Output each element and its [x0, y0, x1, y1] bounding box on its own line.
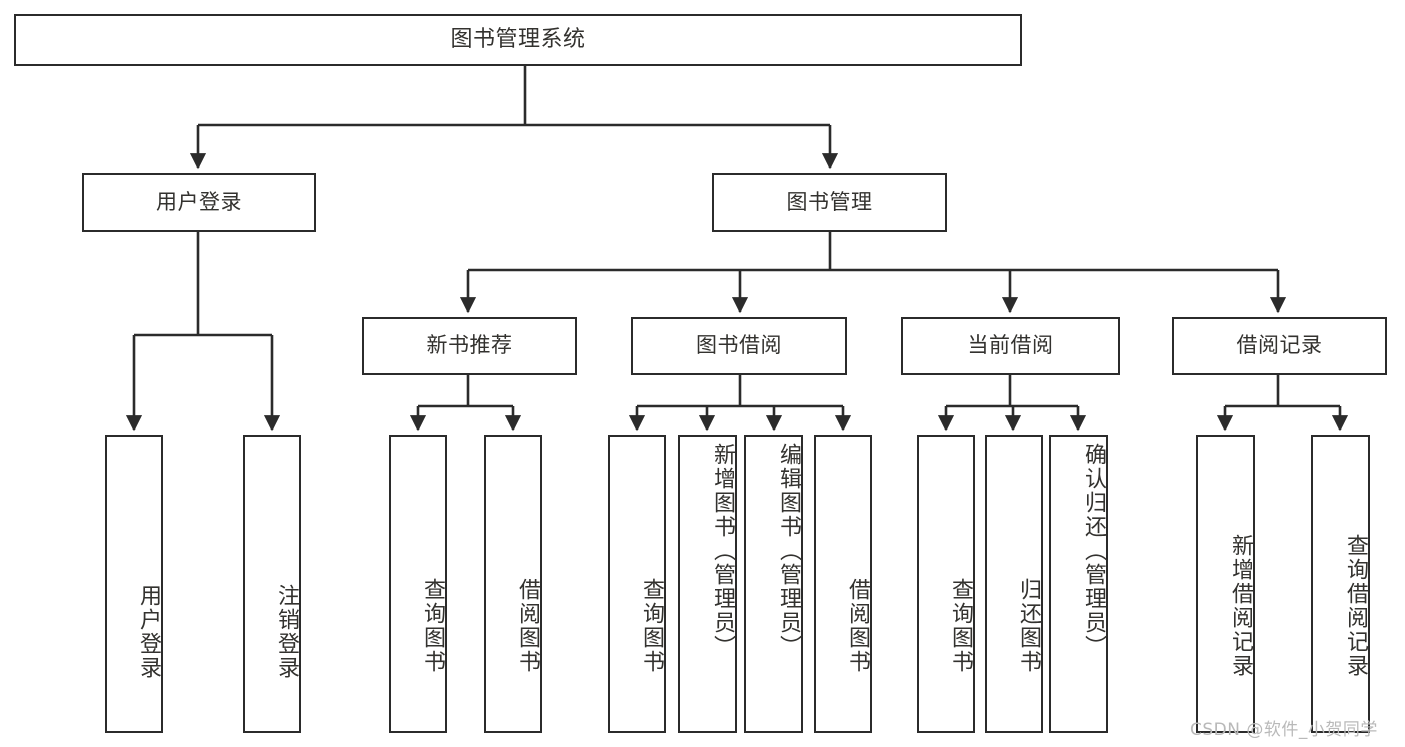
node-book-borrow[interactable]: 图书借阅 [631, 317, 847, 375]
node-leaf-confirm-return-label: 确认归还（管理员） [1081, 443, 1106, 659]
node-current-borrow-label: 当前借阅 [967, 333, 1054, 358]
node-leaf-logout-login-label: 注销登录 [274, 584, 299, 680]
node-user-login[interactable]: 用户登录 [82, 173, 316, 232]
node-leaf-user-login-label: 用户登录 [136, 584, 161, 680]
node-leaf-add-record[interactable]: 新增借阅记录 [1196, 435, 1255, 733]
node-leaf-return-book-label: 归还图书 [1016, 578, 1041, 674]
node-leaf-edit-book-label: 编辑图书（管理员） [776, 443, 801, 659]
node-new-book-recommend[interactable]: 新书推荐 [362, 317, 577, 375]
node-leaf-query-book-1-label: 查询图书 [420, 578, 445, 674]
node-leaf-borrow-book-2-label: 借阅图书 [845, 578, 870, 674]
node-book-borrow-label: 图书借阅 [696, 333, 782, 358]
node-leaf-query-book-2-label: 查询图书 [639, 578, 664, 674]
node-borrow-record-label: 借阅记录 [1236, 333, 1323, 358]
node-leaf-confirm-return[interactable]: 确认归还（管理员） [1049, 435, 1108, 733]
node-new-book-recommend-label: 新书推荐 [426, 333, 513, 358]
node-leaf-add-book-label: 新增图书（管理员） [710, 443, 735, 659]
node-leaf-edit-book[interactable]: 编辑图书（管理员） [744, 435, 803, 733]
node-leaf-query-record-label: 查询借阅记录 [1343, 534, 1368, 678]
node-book-manage[interactable]: 图书管理 [712, 173, 947, 232]
node-leaf-return-book[interactable]: 归还图书 [985, 435, 1043, 733]
node-root-label: 图书管理系统 [450, 26, 586, 52]
node-leaf-add-book[interactable]: 新增图书（管理员） [678, 435, 737, 733]
node-leaf-borrow-book-1[interactable]: 借阅图书 [484, 435, 542, 733]
node-leaf-query-book-1[interactable]: 查询图书 [389, 435, 447, 733]
node-leaf-query-book-3-label: 查询图书 [948, 578, 973, 674]
csdn-watermark: CSDN @软件_小贺同学 [1190, 720, 1378, 740]
node-leaf-query-book-2[interactable]: 查询图书 [608, 435, 666, 733]
node-leaf-logout-login[interactable]: 注销登录 [243, 435, 301, 733]
node-root[interactable]: 图书管理系统 [14, 14, 1022, 66]
node-user-login-label: 用户登录 [156, 189, 242, 214]
node-leaf-borrow-book-1-label: 借阅图书 [515, 578, 540, 674]
node-leaf-user-login[interactable]: 用户登录 [105, 435, 163, 733]
node-current-borrow[interactable]: 当前借阅 [901, 317, 1120, 375]
node-borrow-record[interactable]: 借阅记录 [1172, 317, 1387, 375]
node-leaf-query-book-3[interactable]: 查询图书 [917, 435, 975, 733]
node-book-manage-label: 图书管理 [786, 189, 873, 214]
node-leaf-add-record-label: 新增借阅记录 [1228, 534, 1253, 678]
node-leaf-query-record[interactable]: 查询借阅记录 [1311, 435, 1370, 733]
node-leaf-borrow-book-2[interactable]: 借阅图书 [814, 435, 872, 733]
